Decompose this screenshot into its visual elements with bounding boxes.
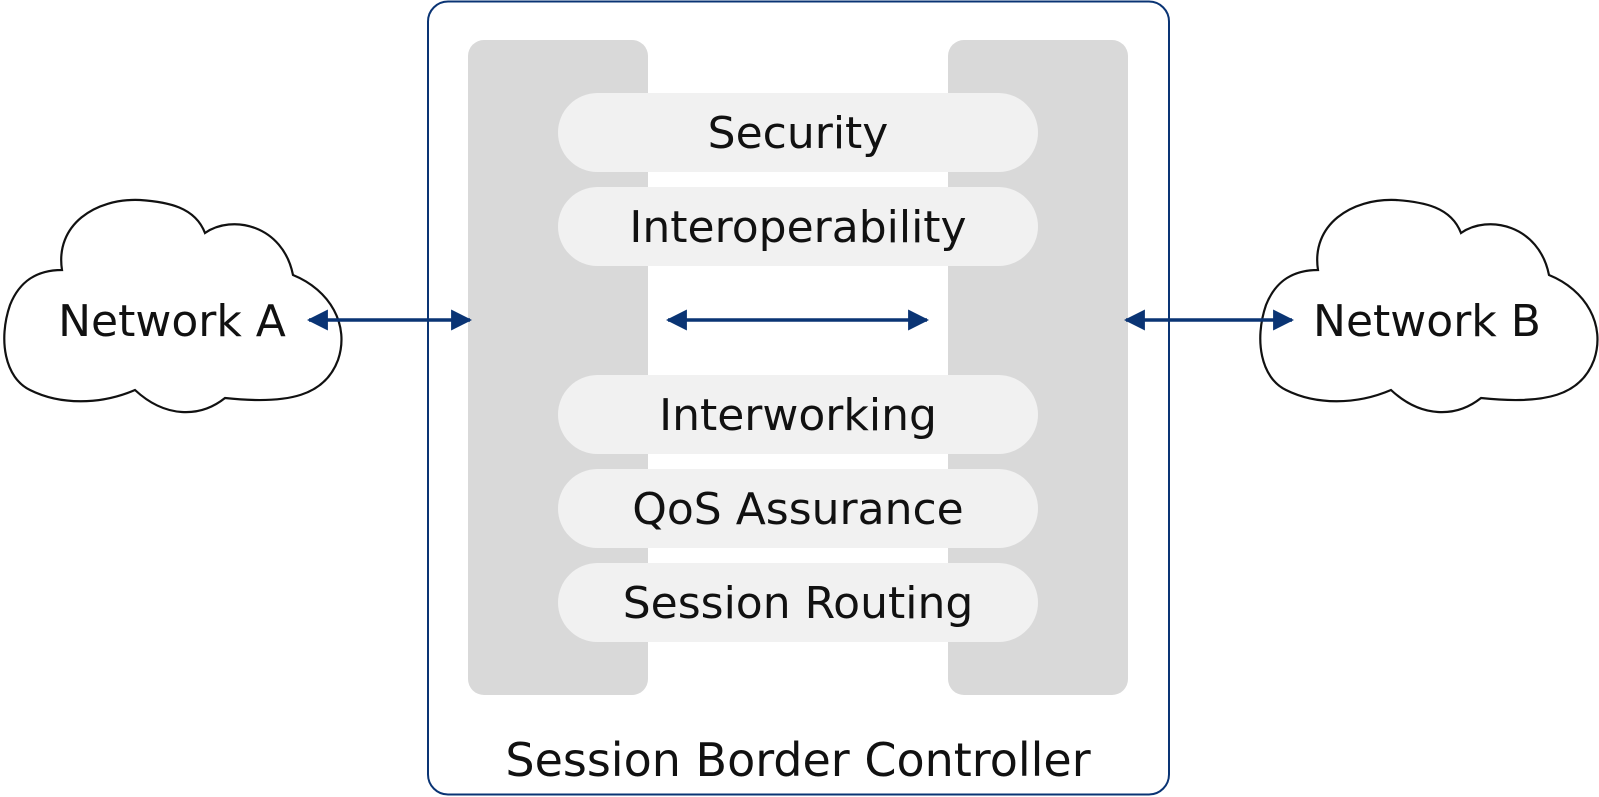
function-label: QoS Assurance <box>632 484 964 535</box>
function-session-routing: Session Routing <box>558 563 1038 642</box>
cloud-icon <box>3 198 343 414</box>
function-interworking: Interworking <box>558 375 1038 454</box>
function-pill <box>558 187 1038 266</box>
cloud-icon <box>1259 198 1599 414</box>
network-label: Network B <box>1313 296 1541 347</box>
network-a: Network A <box>3 198 343 414</box>
function-label: Interoperability <box>629 202 966 253</box>
function-label: Security <box>708 108 889 159</box>
function-pill <box>558 469 1038 548</box>
sbc-title: Session Border Controller <box>505 733 1090 787</box>
function-pill <box>558 375 1038 454</box>
function-pill <box>558 563 1038 642</box>
function-label: Interworking <box>659 390 937 441</box>
network-label: Network A <box>58 296 286 347</box>
function-security: Security <box>558 93 1038 172</box>
network-b: Network B <box>1259 198 1599 414</box>
function-pill <box>558 93 1038 172</box>
function-interoperability: Interoperability <box>558 187 1038 266</box>
function-qos-assurance: QoS Assurance <box>558 469 1038 548</box>
function-label: Session Routing <box>623 578 974 629</box>
